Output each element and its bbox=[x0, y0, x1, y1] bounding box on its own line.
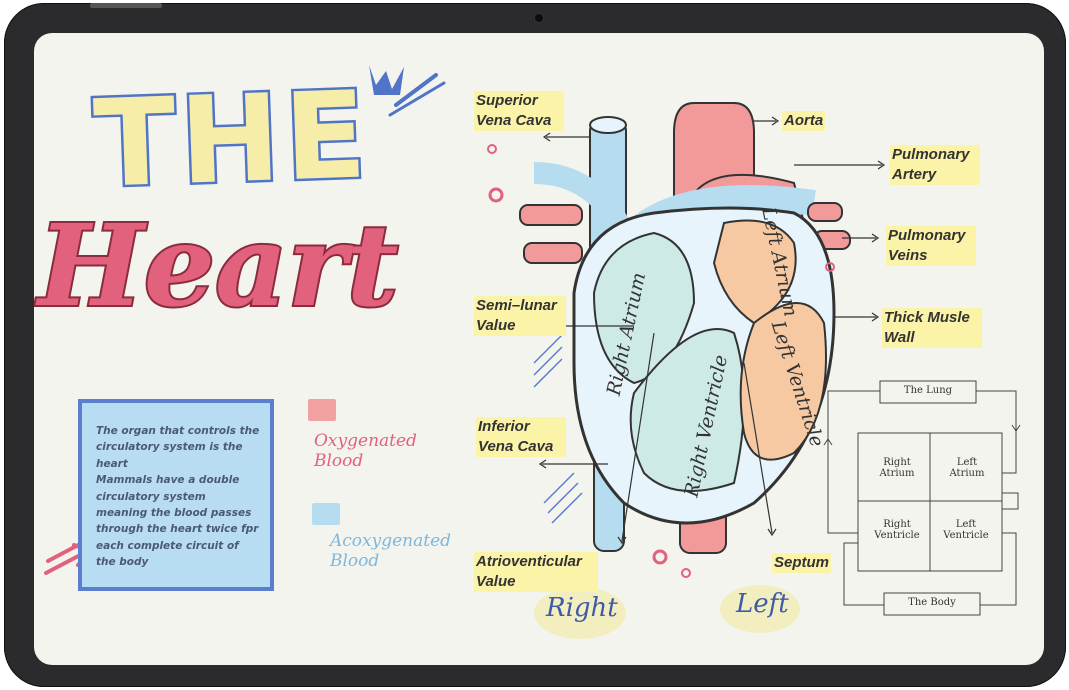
legend-label-deoxygenated: Acoxygenated Blood bbox=[330, 531, 452, 571]
left-ventricle-shape bbox=[739, 302, 827, 461]
flow-box-lung: The Lung bbox=[903, 385, 953, 396]
flow-chart-lines bbox=[823, 380, 1021, 616]
flow-cell-left-atrium: Left Atrium bbox=[949, 457, 985, 479]
title-heart: Heart bbox=[36, 199, 400, 334]
left-atrium-shape bbox=[712, 219, 797, 325]
label-inferior-vena-cava: Inferior Vena Cava bbox=[476, 417, 566, 457]
description-line1: The organ that controls the circulatory … bbox=[96, 425, 260, 470]
crown-doodle-icon bbox=[369, 65, 446, 117]
note-canvas[interactable]: THE Heart The organ that controls the ci… bbox=[34, 33, 1044, 665]
flow-cell-right-ventricle: Right Ventricle bbox=[874, 519, 920, 541]
label-semilunar-value: Semi–lunar Value bbox=[474, 296, 566, 336]
legend-swatch-deoxygenated bbox=[312, 503, 340, 525]
front-camera bbox=[534, 13, 544, 23]
right-atrium-shape bbox=[592, 231, 696, 385]
side-label-right: Right bbox=[546, 593, 618, 623]
label-pulmonary-artery: Pulmonary Artery bbox=[890, 145, 980, 185]
label-aorta: Aorta bbox=[782, 111, 826, 131]
label-atrioventicular-value: Atrioventicular Value bbox=[474, 552, 598, 592]
flow-cell-left-ventricle: Left Ventricle bbox=[943, 519, 989, 541]
label-septum: Septum bbox=[772, 553, 832, 573]
flow-cell-right-atrium: Right Atrium bbox=[879, 457, 915, 479]
right-ventricle-shape bbox=[629, 328, 745, 492]
description-card: The organ that controls the circulatory … bbox=[78, 399, 274, 591]
label-pulmonary-veins: Pulmonary Veins bbox=[886, 226, 976, 266]
side-label-left: Left bbox=[736, 589, 789, 619]
doodles-layer bbox=[44, 65, 446, 575]
legend-swatch-oxygenated bbox=[308, 399, 336, 421]
description-line2: Mammals have a double circulatory system… bbox=[96, 474, 259, 569]
label-superior-vena-cava: Superior Vena Cava bbox=[474, 91, 564, 131]
tablet-frame: THE Heart The organ that controls the ci… bbox=[4, 3, 1066, 687]
volume-button bbox=[90, 3, 162, 8]
flow-box-body: The Body bbox=[908, 597, 956, 608]
heart-diagram bbox=[487, 102, 886, 639]
legend-label-oxygenated: Oxygenated Blood bbox=[314, 431, 417, 471]
label-thick-muscle-wall: Thick Musle Wall bbox=[882, 308, 982, 348]
